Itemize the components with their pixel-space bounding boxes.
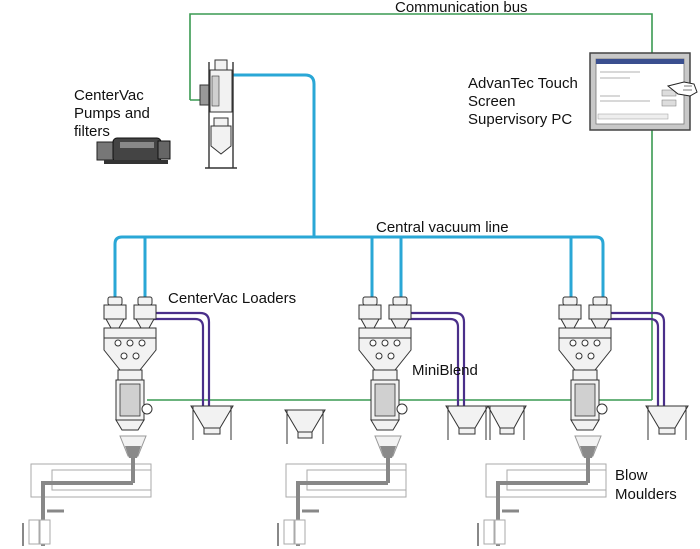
- moulders-label-line-1: Blow: [615, 467, 648, 484]
- communication-bus-label: Communication bus: [395, 0, 528, 16]
- loader-icon: [133, 296, 157, 329]
- diagram-labels: Communication bus CenterVac Pumps and fi…: [74, 0, 677, 503]
- vacuum-pump-icon: [96, 137, 171, 164]
- pumps-label-line-2: Pumps and: [74, 105, 150, 122]
- pumps-label-line-3: filters: [74, 123, 110, 140]
- pc-label-line-2: Screen: [468, 93, 516, 110]
- loaders-label: CenterVac Loaders: [168, 290, 296, 307]
- hopper-icon: [284, 409, 326, 444]
- filter-icon: [199, 59, 237, 169]
- hopper-icon: [487, 405, 527, 440]
- touch-screen-pc-icon: [589, 52, 691, 131]
- hand-pointer-icon: [666, 81, 698, 97]
- conveying-hose: [150, 311, 211, 410]
- blow-moulder-icon: [22, 435, 152, 546]
- pc-label-line-3: Supervisory PC: [468, 111, 572, 128]
- central-vacuum-line: [113, 73, 605, 300]
- miniblend-label: MiniBlend: [412, 362, 478, 379]
- loader-station: [22, 296, 234, 546]
- moulders-label-line-2: Moulders: [615, 486, 677, 503]
- vacuum-line-label: Central vacuum line: [376, 219, 509, 236]
- hopper-icon: [190, 405, 234, 440]
- pumps-label-line-1: CenterVac: [74, 87, 144, 104]
- miniblend-unit: [103, 327, 157, 431]
- pc-label-line-1: AdvanTec Touch: [468, 75, 578, 92]
- loader-icon: [103, 296, 127, 329]
